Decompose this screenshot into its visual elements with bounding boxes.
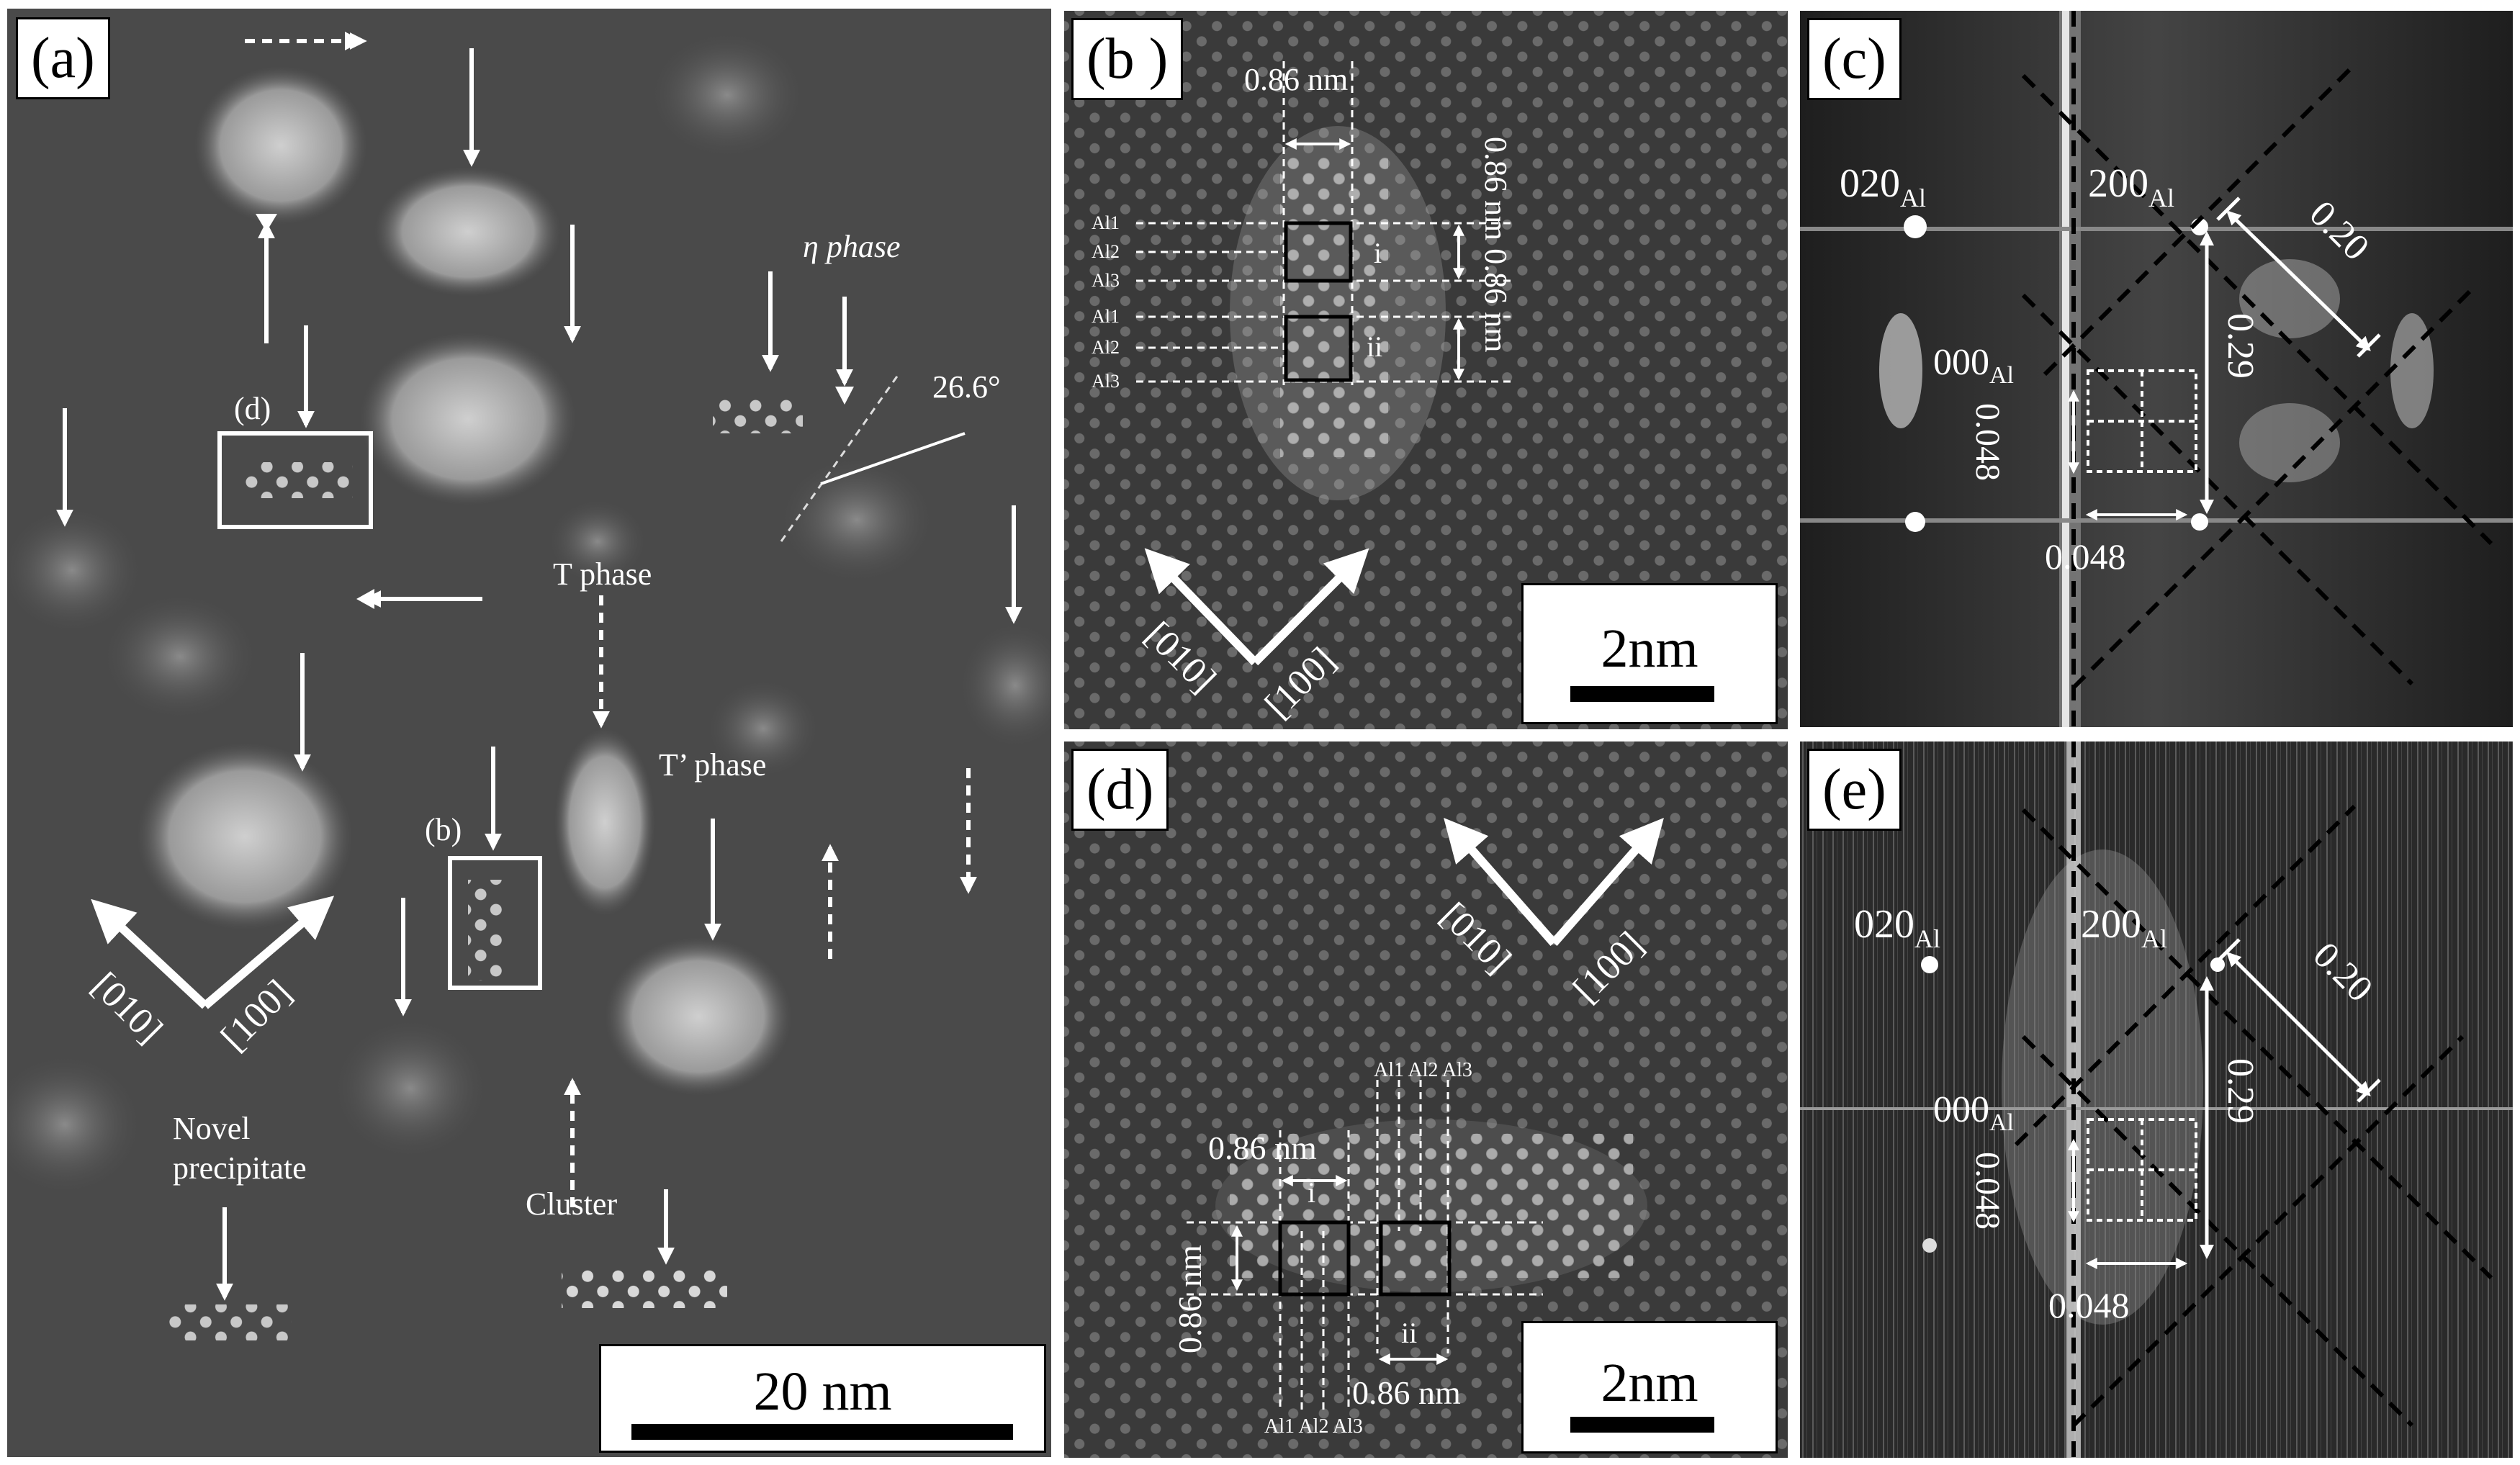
d-top-al: Al1 Al2 Al3 (1374, 1059, 1472, 1081)
c-d-048v: 0.048 (1968, 403, 2007, 481)
c-d-029: 0.29 (2220, 313, 2261, 379)
panel-a-haadf-image: η phase 26.6° T phase T’ phase Novel pre… (7, 9, 1051, 1457)
panel-d-hrstem-image: 0.86 nm 0.86 nm 0.86 nm Al1 Al2 Al3 Al1 … (1064, 741, 1788, 1458)
panel-b-scale-bar: 2nm (1521, 583, 1778, 724)
eta-phase-label: η phase (803, 229, 900, 264)
panel-c-fft: 020Al 200Al 000Al 0.20 0.29 0.048 0.048 … (1800, 11, 2513, 727)
scale-bar-text: 2nm (1601, 1353, 1698, 1413)
panel-e-drawing: 020Al 200Al 000Al 0.20 0.29 0.048 0.048 (1800, 741, 2513, 1458)
panel-a-direction-arrows (91, 896, 335, 1009)
e-spot-000: 000Al (1933, 1089, 2014, 1136)
panel-e-fft: 020Al 200Al 000Al 0.20 0.29 0.048 0.048 … (1800, 741, 2513, 1458)
b-cell-i: i (1374, 237, 1382, 269)
box-b-label: (b) (425, 812, 462, 847)
svg-text:Al2: Al2 (1092, 337, 1120, 358)
svg-text:Al2: Al2 (1092, 241, 1120, 262)
panel-b-hrstem-image: 0.86 nm 0.86 nm 0.86 nm i ii Al1 Al2 Al3… (1064, 11, 1788, 729)
c-spot-200: 200Al (2088, 161, 2174, 212)
b-cell-ii: ii (1367, 330, 1382, 363)
c-d-048h: 0.048 (2045, 536, 2126, 577)
panel-d-label: (d) (1071, 749, 1169, 831)
scale-bar-line (1570, 686, 1714, 702)
box-d-region (217, 431, 373, 529)
d-cell-ii: ii (1401, 1317, 1417, 1349)
scale-bar-line (631, 1424, 1013, 1440)
d-bottom-al: Al1 Al2 Al3 (1264, 1415, 1363, 1438)
box-b-region (448, 856, 542, 990)
e-spot-200: 200Al (2081, 902, 2167, 953)
panel-c-label: (c) (1807, 18, 1902, 100)
b-dim-top: 0.86 nm (1244, 62, 1348, 97)
cluster-label: Cluster (526, 1186, 617, 1222)
panel-e-label: (e) (1807, 749, 1902, 831)
box-d-label: (d) (234, 391, 271, 426)
panel-c-drawing: 020Al 200Al 000Al 0.20 0.29 0.048 0.048 (1800, 11, 2513, 727)
dashed-arrows (245, 32, 977, 1207)
c-spot-020: 020Al (1840, 161, 1926, 212)
svg-text:Al3: Al3 (1092, 371, 1120, 392)
panel-d-drawing: 0.86 nm 0.86 nm 0.86 nm Al1 Al2 Al3 Al1 … (1064, 741, 1788, 1458)
panel-a-label: (a) (16, 17, 110, 99)
panel-b-label: (b ) (1071, 18, 1184, 100)
e-d-048h: 0.048 (2048, 1285, 2130, 1325)
scale-bar-text: 20 nm (753, 1361, 892, 1422)
novel-label-line1: Novel (173, 1111, 251, 1146)
panel-b-direction-arrows (1144, 548, 1369, 666)
panel-d-direction-arrows (1444, 817, 1664, 946)
d-dim-left: 0.86 nm (1171, 1245, 1208, 1353)
novel-label-line2: precipitate (173, 1150, 307, 1186)
panel-a-scale-bar: 20 nm (599, 1344, 1046, 1453)
svg-text:Al1: Al1 (1092, 212, 1120, 233)
angle-label: 26.6° (932, 369, 1001, 405)
b-dim-right: 0.86 nm 0.86 nm (1478, 137, 1513, 352)
e-spot-020: 020Al (1854, 902, 1940, 953)
panel-d-scale-bar: 2nm (1521, 1321, 1778, 1453)
panel-a-drawing: η phase 26.6° T phase T’ phase Novel pre… (7, 9, 1051, 1457)
c-spot-000: 000Al (1933, 342, 2014, 389)
svg-text:Al1: Al1 (1092, 306, 1120, 327)
svg-text:Al3: Al3 (1092, 270, 1120, 291)
d-dim-top: 0.86 nm (1208, 1130, 1317, 1166)
scale-bar-text: 2nm (1601, 618, 1698, 679)
t-prime-phase-label: T’ phase (659, 747, 766, 783)
solid-arrows (56, 48, 1022, 1301)
scale-bar-line (1570, 1417, 1714, 1433)
d-dim-bottom: 0.86 nm (1352, 1374, 1461, 1411)
d-cell-i: i (1308, 1176, 1315, 1209)
e-d-048v: 0.048 (1968, 1152, 2007, 1230)
b-al-labels: Al1 Al2 Al3 Al1 Al2 Al3 (1092, 212, 1120, 392)
t-phase-label: T phase (553, 556, 652, 592)
e-d-029: 0.29 (2220, 1058, 2261, 1124)
double-arrow-heads (256, 32, 854, 609)
